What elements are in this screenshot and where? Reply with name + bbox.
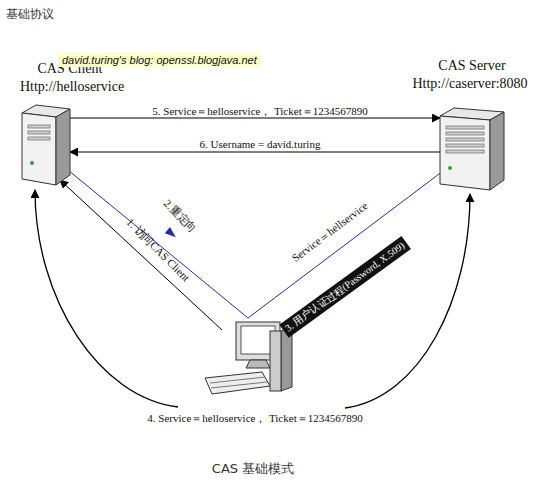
redirect-arrow-head: [165, 227, 179, 240]
server-face: [440, 116, 490, 190]
server-node: CAS ServerHttp://caserver:8080: [440, 108, 504, 190]
diagram-caption: CAS 基础模式: [212, 460, 294, 478]
redirect-line: [248, 168, 447, 318]
ticket-curve: [35, 190, 178, 407]
step-label: 4. Service＝helloservice， Ticket＝12345678…: [147, 411, 362, 426]
drive-slot: [28, 131, 50, 134]
access-line: [60, 180, 222, 330]
step-label: 2.重定向: [160, 196, 200, 236]
server-face: [22, 113, 56, 185]
monitor-stand: [246, 360, 270, 368]
server-face: [56, 109, 70, 185]
client-icon: [22, 105, 70, 185]
keyboard-keys: [210, 377, 265, 383]
redirect-line: [68, 170, 248, 318]
node-url: Http://caserver:8080: [412, 76, 527, 92]
watermark: david.turing's blog: openssl.blogjava.ne…: [58, 53, 261, 67]
message-label: 5. Service＝helloservice， Ticket＝12345678…: [152, 104, 367, 119]
drive-slot: [446, 150, 484, 153]
node-name: CAS Server: [438, 58, 505, 74]
keyboard-keys: [211, 382, 267, 388]
server-node: CAS ClientHttp://helloservice: [22, 105, 70, 185]
drive-slot: [446, 126, 484, 129]
keyboard: [205, 372, 270, 394]
drive-slot: [28, 137, 50, 140]
node-url: Http://helloservice: [20, 79, 124, 95]
message-label: 6. Username = david.turing: [200, 138, 321, 150]
computer-tower: [270, 331, 281, 391]
diagram-title: 基础协议: [6, 6, 54, 23]
drive-slot: [446, 144, 484, 147]
power-light: [448, 166, 452, 170]
connector-group: [70, 118, 440, 152]
server-face: [490, 112, 504, 190]
message-arrow: [70, 118, 440, 119]
drive-slot: [446, 138, 484, 141]
power-light: [30, 161, 34, 165]
drive-slot: [446, 132, 484, 135]
server-icon: [440, 108, 504, 190]
service-label: Service＝hellservice: [289, 198, 371, 265]
ticket-curve: [345, 194, 470, 408]
message-arrow: [70, 152, 440, 153]
drive-slot: [28, 125, 50, 128]
